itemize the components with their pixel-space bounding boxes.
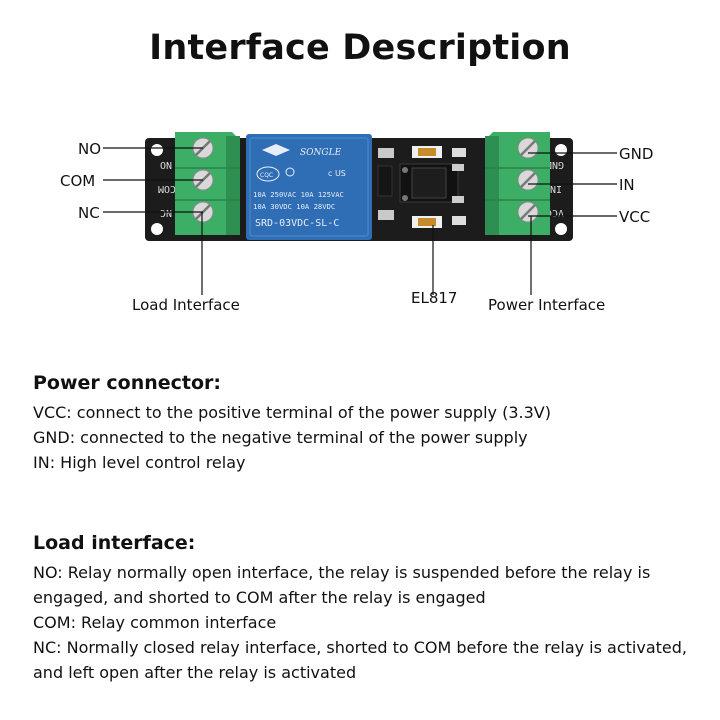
load-line-com: COM: Relay common interface	[33, 613, 277, 632]
relay-cqc: CQC	[260, 172, 273, 179]
power-connector-section: Power connector: VCC: connect to the pos…	[33, 372, 693, 475]
load-line-no: NO: Relay normally open interface, the r…	[33, 563, 651, 607]
relay-line2: 10A 30VDC 10A 28VDC	[253, 202, 335, 211]
power-terminal-block	[485, 132, 550, 235]
label-vcc: VCC	[619, 208, 650, 226]
songle-logo-icon	[262, 144, 290, 156]
label-el817: EL817	[411, 289, 457, 307]
mount-hole-bl	[151, 223, 163, 235]
silk-left-com: COM	[158, 183, 176, 194]
mount-hole-br	[555, 223, 567, 235]
label-gnd: GND	[619, 145, 653, 163]
callout-lines	[103, 147, 617, 295]
silk-left-no: NO	[160, 159, 172, 170]
power-connector-heading: Power connector:	[33, 372, 222, 394]
label-nc: NC	[78, 204, 100, 222]
control-circuitry	[377, 146, 466, 228]
power-line-vcc: VCC: connect to the positive terminal of…	[33, 403, 551, 422]
page-title: Interface Description	[149, 28, 571, 68]
relay-ul: c US	[328, 169, 346, 178]
cqc-mark-icon	[256, 166, 280, 182]
label-com: COM	[60, 172, 95, 190]
silk-right-gnd: GND	[546, 159, 564, 170]
silk-right-vcc: VCC	[546, 207, 564, 218]
relay-brand: SONGLE	[300, 148, 342, 158]
label-load-interface: Load Interface	[132, 296, 240, 314]
relay: SONGLE CQC c US 10A 250VAC 10A 125VAC 10…	[246, 134, 372, 240]
power-line-in: IN: High level control relay	[33, 453, 246, 472]
mount-hole-tr	[555, 144, 567, 156]
relay-module-diagram: NO COM NC GND IN VCC SONGLE CQC	[60, 132, 653, 314]
load-interface-heading: Load interface:	[33, 532, 196, 554]
mount-hole-tl	[151, 144, 163, 156]
load-interface-section: Load interface: NO: Relay normally open …	[33, 532, 693, 685]
label-no: NO	[78, 140, 101, 158]
label-in: IN	[619, 176, 635, 194]
label-power-interface: Power Interface	[488, 296, 605, 314]
power-line-gnd: GND: connected to the negative terminal …	[33, 428, 528, 447]
silk-right-in: IN	[550, 183, 562, 194]
relay-line1: 10A 250VAC 10A 125VAC	[253, 190, 344, 199]
relay-model: SRD-03VDC-SL-C	[255, 218, 339, 229]
load-line-nc: NC: Normally closed relay interface, sho…	[33, 638, 687, 682]
registered-icon	[285, 167, 295, 177]
